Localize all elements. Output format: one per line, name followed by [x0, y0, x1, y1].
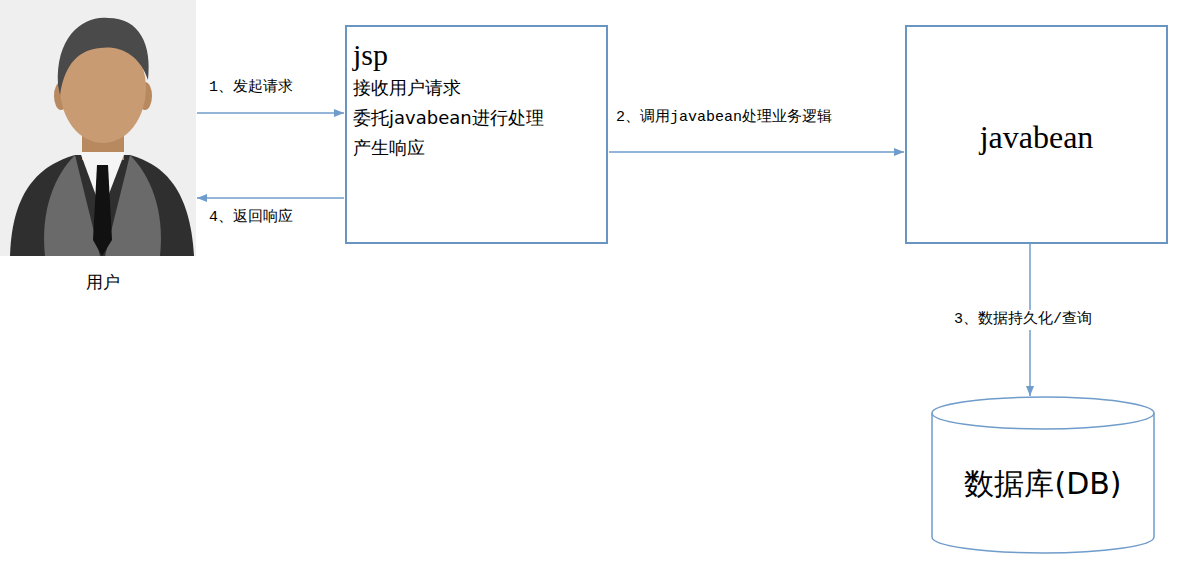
- database-node: 数据库(DB): [930, 395, 1156, 555]
- node-title: jsp: [353, 37, 600, 73]
- node-text: 产生响应: [353, 133, 600, 163]
- jsp-box: jsp接收用户请求委托javabean进行处理产生响应: [345, 25, 608, 244]
- connector-arrow: [197, 197, 344, 199]
- node-title: javabean: [913, 117, 1160, 157]
- node-text: 委托javabean进行处理: [353, 103, 600, 133]
- edge-label: 3、数据持久化/查询: [952, 310, 1094, 330]
- user-actor: 用户: [0, 0, 196, 312]
- connector-arrow: [609, 151, 904, 153]
- edge-label: 1、发起请求: [207, 78, 295, 98]
- connector-arrow: [197, 112, 344, 114]
- edge-label: 2、调用javabean处理业务逻辑: [614, 108, 834, 128]
- user-figure: [0, 0, 196, 256]
- node-title: 数据库(DB): [936, 465, 1150, 503]
- edge-label: 4、返回响应: [207, 208, 295, 228]
- javabean-box: javabean: [905, 25, 1168, 244]
- node-text: 接收用户请求: [353, 73, 600, 103]
- node-title: 用户: [10, 270, 196, 294]
